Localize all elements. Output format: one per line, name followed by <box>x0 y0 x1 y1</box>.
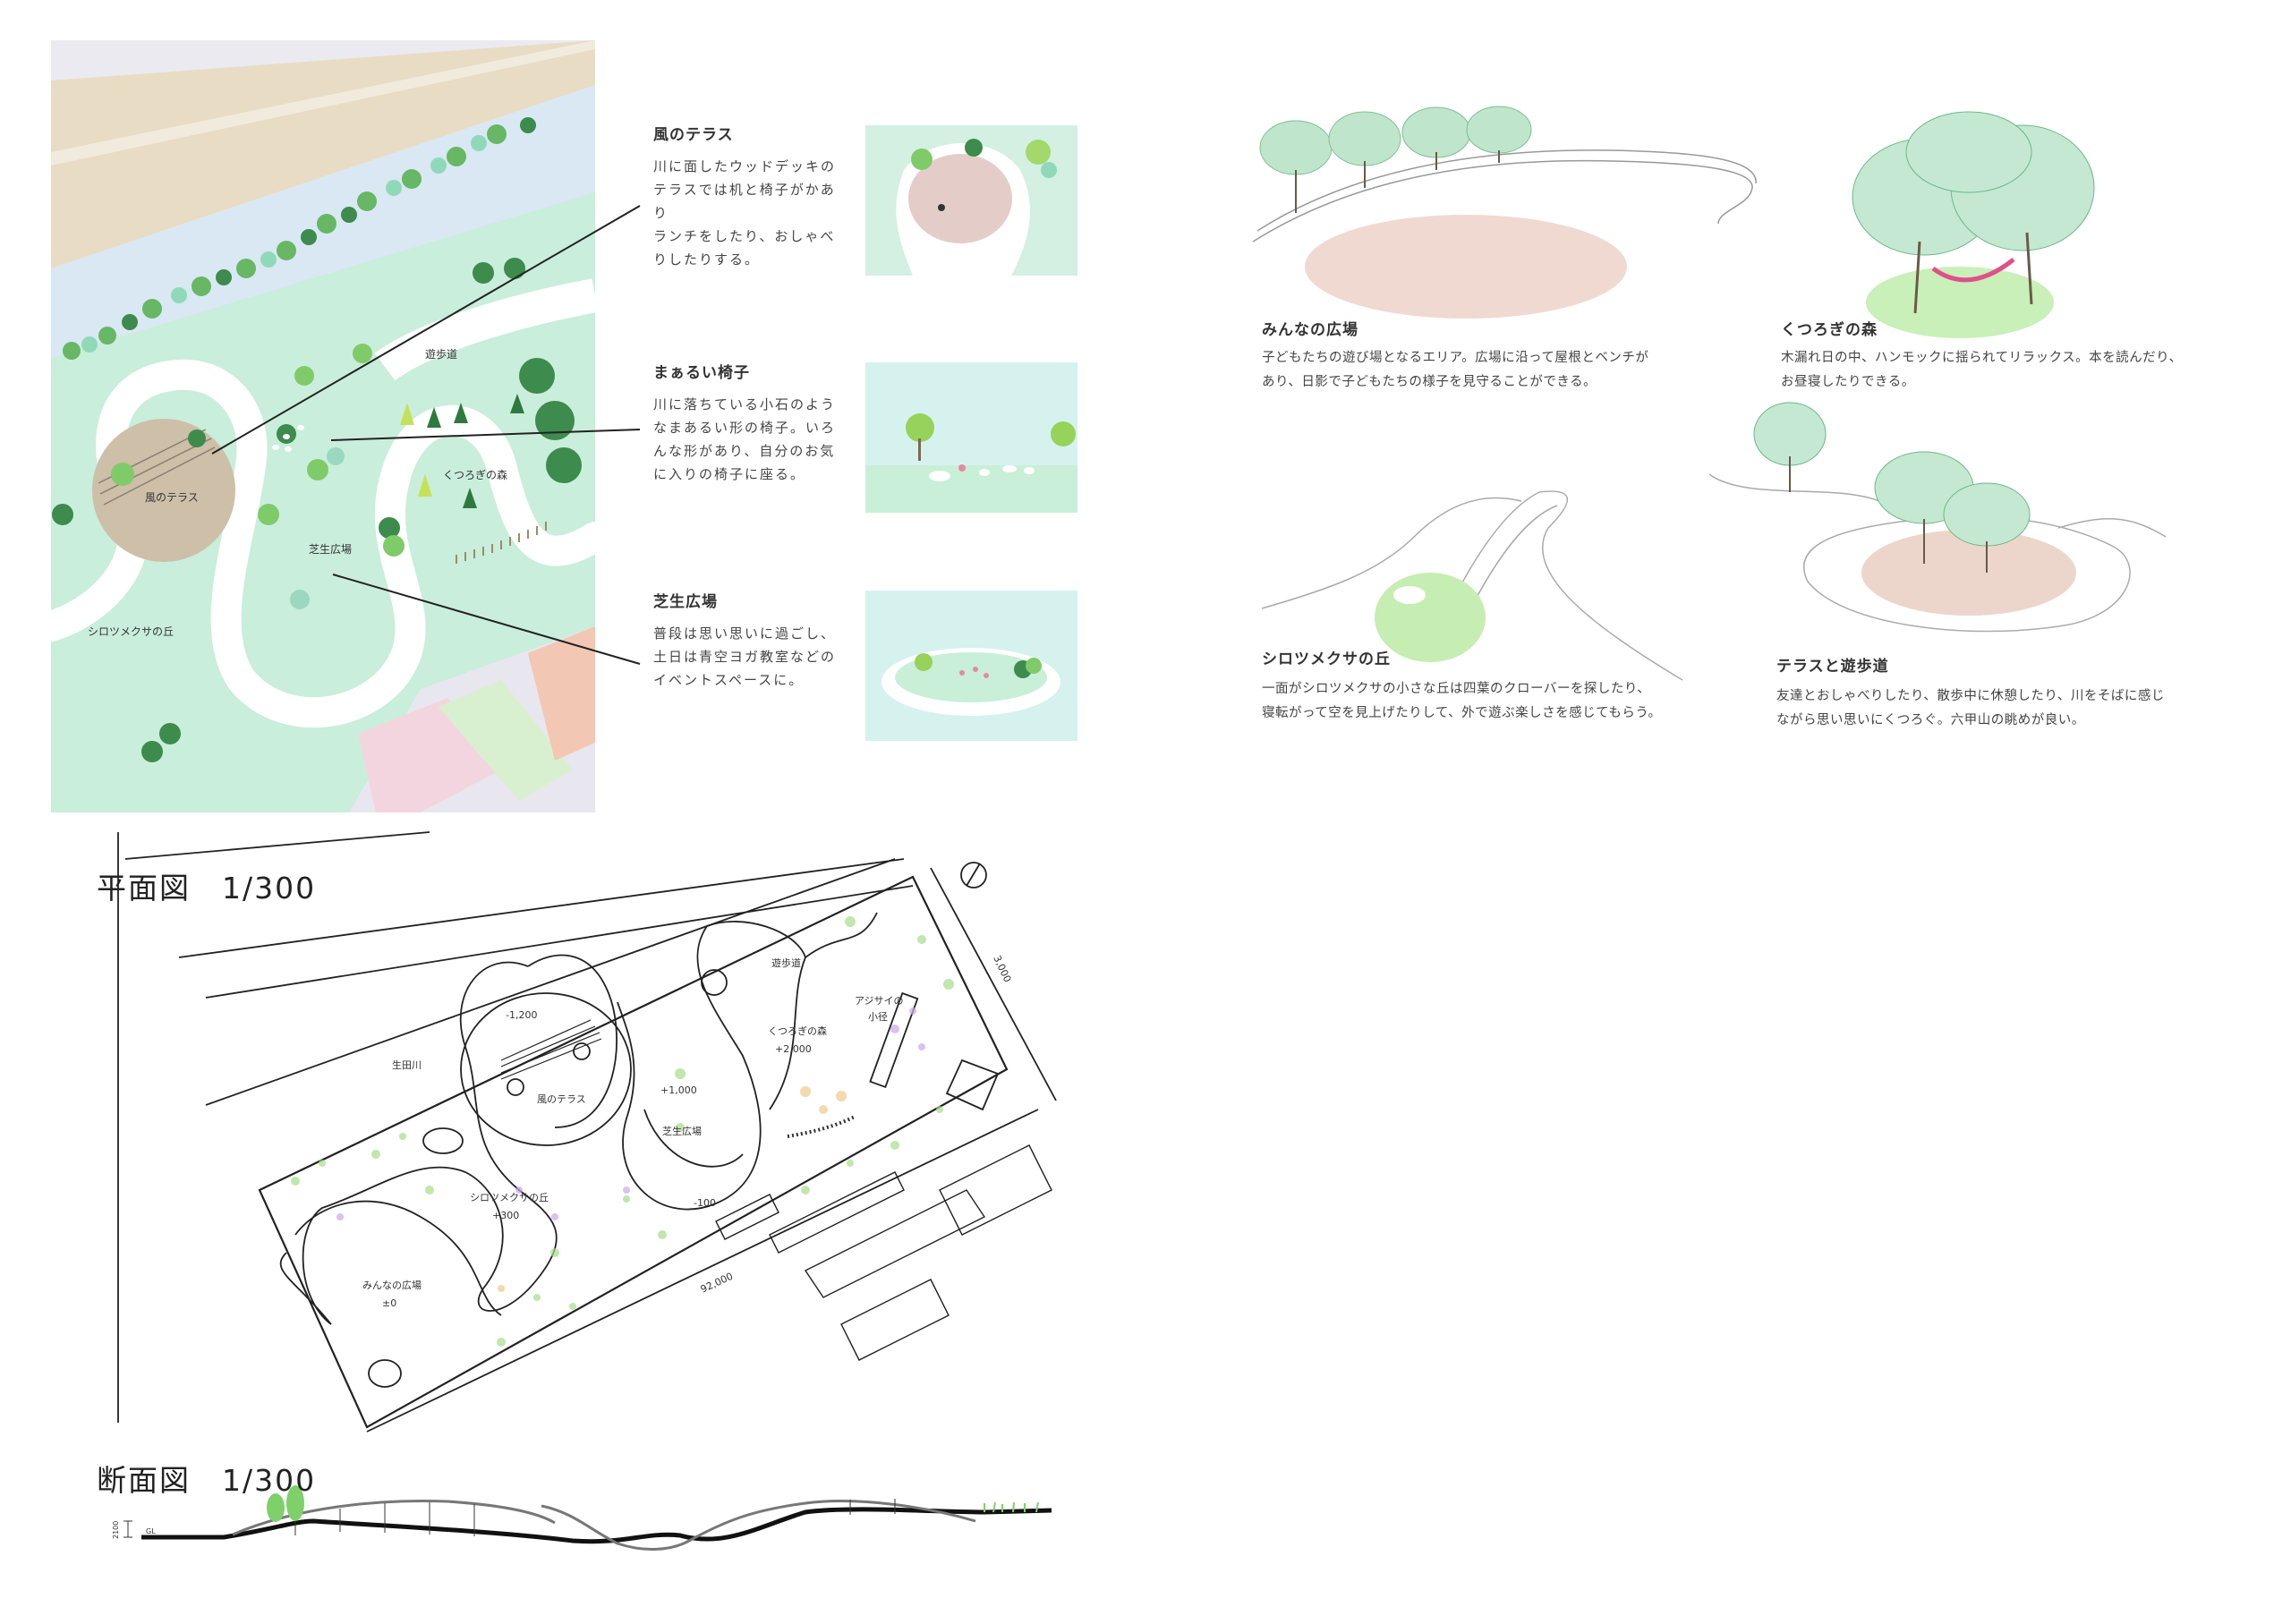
plan-label-forest-level: +2,000 <box>775 1043 812 1055</box>
text-line: テラスでは机と椅子がかあり <box>653 182 836 221</box>
aerial-label-promenade: 遊歩道 <box>425 347 457 361</box>
section-gl-label: GL <box>146 1527 156 1535</box>
vignette-title: シロツメクサの丘 <box>1262 650 1391 668</box>
trees <box>52 117 582 762</box>
feature-title: 風のテラス <box>653 126 734 144</box>
text-line: 川に落ちている小石のよう <box>653 396 837 412</box>
leader-lines <box>211 205 641 665</box>
plan-planting <box>291 916 954 1347</box>
site-boundary <box>258 875 1009 1429</box>
feature-title: まぁるい椅子 <box>653 364 750 382</box>
vignette-forest: くつろぎの森 木漏れ日の中、ハンモックに揺られてリラックス。本を読んだり、 お昼… <box>1781 317 2282 395</box>
feature-lawn-plaza: 芝生広場 普段は思い思いに過ごし、 土日は青空ヨガ教室などの イベントスペースに… <box>653 589 850 692</box>
text-line: んな形があり、自分のお気 <box>653 443 836 459</box>
text-line: 友達とおしゃべりしたり、散歩中に休憩したり、川をそばに感じ <box>1776 689 2165 703</box>
vignette-description: 友達とおしゃべりしたり、散歩中に休憩したり、川をそばに感じ ながら思い思いにくつ… <box>1776 684 2278 733</box>
plan-label-river: 生田川 <box>392 1059 422 1071</box>
aerial-label-forest: くつろぎの森 <box>443 468 507 481</box>
plan-label-forest: くつろぎの森 <box>768 1025 827 1037</box>
building <box>439 680 573 801</box>
text-line: に入りの椅子に座る。 <box>653 466 806 482</box>
site-plan <box>117 831 1057 1433</box>
vignette-title: みんなの広場 <box>1262 321 1358 339</box>
text-line: お昼寝したりできる。 <box>1781 375 1915 389</box>
plan-label-wind-terrace: 風のテラス <box>537 1093 586 1105</box>
text-line: 寝転がって空を見上げたりして、外で遊ぶ楽しさを感じてもらう。 <box>1262 706 1662 720</box>
aerial-map: 遊歩道 風のテラス くつろぎの森 芝生広場 シロツメクサの丘 <box>51 40 595 812</box>
plan-label-clover-level: +300 <box>492 1210 519 1221</box>
text-line: りしたりする。 <box>653 251 761 268</box>
plan-dim-width: 3,000 <box>991 954 1013 984</box>
feature-title: 芝生広場 <box>653 593 718 611</box>
wind-terrace-deck <box>92 419 235 562</box>
text-line: 土日は青空ヨガ教室などの <box>653 649 837 665</box>
plan-label-lawn-level: +1,000 <box>660 1084 697 1096</box>
plan-dim-length: 92,000 <box>699 1271 735 1296</box>
plan-label-path-level: -100 <box>694 1197 716 1209</box>
plan-label-hydrangea-2: 小径 <box>868 1011 888 1023</box>
text-line: ランチをしたり、おしゃべ <box>653 228 836 244</box>
thumbnail-round-chairs <box>865 362 1077 513</box>
plan-label-plaza: みんなの広場 <box>362 1280 422 1291</box>
feature-description: 川に落ちている小石のよう なまあるい形の椅子。いろ んな形があり、自分のお気 に… <box>653 393 850 486</box>
building <box>528 626 595 761</box>
text-line: 子どもたちの遊び場となるエリア。広場に沿って屋根とベンチが <box>1262 351 1649 365</box>
vignette-description: 子どもたちの遊び場となるエリア。広場に沿って屋根とベンチが あり、日影で子どもた… <box>1262 346 1745 395</box>
text-line: イベントスペースに。 <box>653 672 805 688</box>
text-line: なまあるい形の椅子。いろ <box>653 420 837 436</box>
thumbnail-wind-terrace <box>865 125 1077 276</box>
plan-label-plaza-level: ±0 <box>382 1297 396 1309</box>
thumbnail-lawn-plaza <box>865 591 1077 741</box>
plan-label-lawn: 芝生広場 <box>662 1125 702 1137</box>
vignette-forest-illustration <box>1852 111 2095 338</box>
plan-labels: 生田川 風のテラス -1,200 芝生広場 +1,000 -100 くつろぎの森… <box>362 954 1013 1309</box>
section-drawing: 2100 GL <box>112 1485 1052 1551</box>
text-line: 木漏れ日の中、ハンモックに揺られてリラックス。本を読んだり、 <box>1781 351 2183 365</box>
plan-label-terrace-level: -1,200 <box>506 1009 537 1021</box>
feature-description: 普段は思い思いに過ごし、 土日は青空ヨガ教室などの イベントスペースに。 <box>653 622 850 692</box>
vignette-clover-hill: シロツメクサの丘 一面がシロツメクサの小さな丘は四葉のクローバーを探したり、 寝… <box>1262 646 1763 726</box>
vignette-plaza-illustration <box>1252 106 1757 319</box>
vignette-plaza: みんなの広場 子どもたちの遊び場となるエリア。広場に沿って屋根とベンチが あり、… <box>1262 317 1745 395</box>
aerial-label-wind-terrace: 風のテラス <box>145 491 199 504</box>
plan-label-promenade: 遊歩道 <box>771 957 801 969</box>
vignette-description: 木漏れ日の中、ハンモックに揺られてリラックス。本を読んだり、 お昼寝したりできる… <box>1781 346 2282 395</box>
vignette-title: くつろぎの森 <box>1781 321 1878 339</box>
text-line: 普段は思い思いに過ごし、 <box>653 625 837 642</box>
plan-label-clover-hill: シロツメクサの丘 <box>470 1192 549 1203</box>
plan-label-hydrangea-1: アジサイの <box>855 995 904 1007</box>
road-strip <box>51 40 595 268</box>
vignette-title: テラスと遊歩道 <box>1776 658 1889 676</box>
vignette-description: 一面がシロツメクサの小さな丘は四葉のクローバーを探したり、 寝転がって空を見上げ… <box>1262 677 1763 726</box>
plan-title: 平面図 1/300 <box>97 871 317 906</box>
vignette-terrace-illustration <box>1708 402 2167 633</box>
aerial-label-lawn: 芝生広場 <box>309 542 352 556</box>
vignette-clover-hill-illustration <box>1261 490 1683 681</box>
feature-wind-terrace: 風のテラス 川に面したウッドデッキの テラスでは机と椅子がかあり ランチをしたり… <box>653 122 850 271</box>
section-height-dim: 2100 <box>112 1521 120 1539</box>
text-line: あり、日影で子どもたちの様子を見守ることができる。 <box>1262 375 1597 389</box>
aerial-label-clover-hill: シロツメクサの丘 <box>88 625 174 638</box>
vignette-terrace-promenade: テラスと遊歩道 友達とおしゃべりしたり、散歩中に休憩したり、川をそばに感じ なが… <box>1776 653 2278 733</box>
text-line: ながら思い思いにくつろぐ。六甲山の眺めが良い。 <box>1776 713 2085 727</box>
feature-round-chairs: まぁるい椅子 川に落ちている小石のよう なまあるい形の椅子。いろ んな形があり、… <box>653 360 850 486</box>
section-title: 断面図 1/300 <box>97 1463 317 1498</box>
feature-description: 川に面したウッドデッキの テラスでは机と椅子がかあり ランチをしたり、おしゃべ … <box>653 155 850 271</box>
text-line: 川に面したウッドデッキの <box>653 158 837 174</box>
text-line: 一面がシロツメクサの小さな丘は四葉のクローバーを探したり、 <box>1262 682 1651 696</box>
